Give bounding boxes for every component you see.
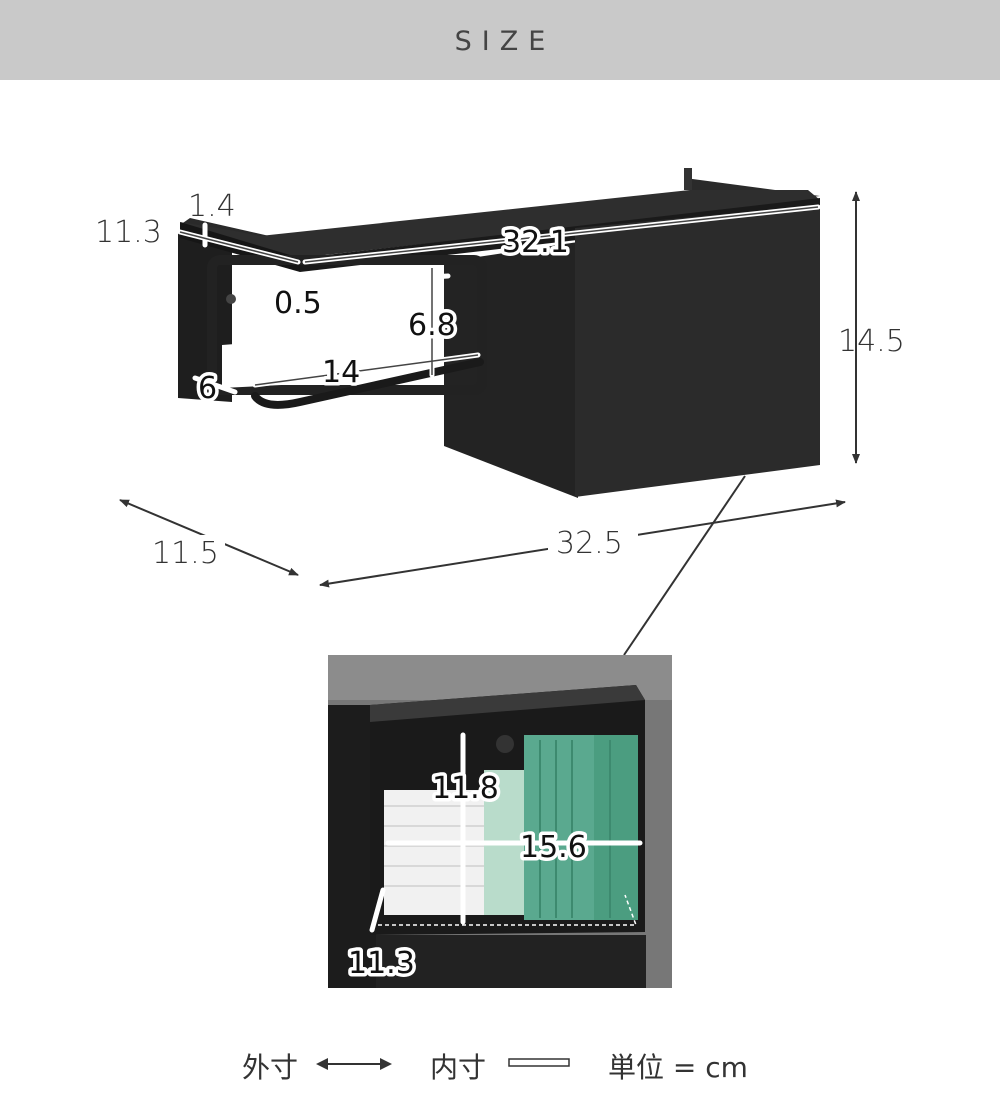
dim-box-height: 11.8 — [432, 771, 499, 806]
dim-rod-diameter: 0.5 — [274, 286, 322, 321]
holder-slot — [240, 275, 408, 300]
inner-double-line-icon — [508, 1058, 570, 1067]
screw — [226, 294, 236, 304]
dim-box-width: 15.6 — [520, 830, 587, 865]
towel-rod — [251, 358, 484, 409]
legend: 外寸 内寸 単位 = cm — [0, 1046, 1000, 1086]
product-photo — [328, 655, 672, 988]
box-side — [444, 242, 578, 498]
dim-box-depth: 11.3 — [348, 946, 415, 981]
back-plate — [178, 232, 232, 402]
dim-holder-height: 6.8 — [408, 308, 456, 343]
legend-outer-label: 外寸 — [242, 1051, 299, 1084]
legend-unit-label: 単位 = cm — [608, 1051, 748, 1084]
holder-window — [222, 330, 420, 388]
header-title: SIZE — [454, 26, 556, 57]
dim-top-depth: 11.3 — [95, 215, 162, 250]
dim-holder-depth: 6 — [198, 371, 217, 406]
dim-depth: 11.5 — [152, 536, 219, 571]
size-header: SIZE — [0, 0, 1000, 80]
dim-width: 32.5 — [556, 526, 623, 561]
product-illustration — [178, 168, 820, 498]
dim-lip-height: 1.4 — [188, 189, 236, 224]
legend-inner-label: 内寸 — [430, 1051, 487, 1084]
dim-holder-width: 14 — [322, 355, 360, 390]
callout-line — [623, 475, 746, 656]
dim-height: 14.5 — [838, 324, 905, 359]
box-front — [575, 205, 820, 497]
shelf-lip-back — [684, 168, 692, 190]
shelf-surface — [180, 190, 820, 258]
outer-arrow-icon — [316, 1058, 392, 1070]
dim-shelf-width: 32.1 — [502, 225, 569, 260]
